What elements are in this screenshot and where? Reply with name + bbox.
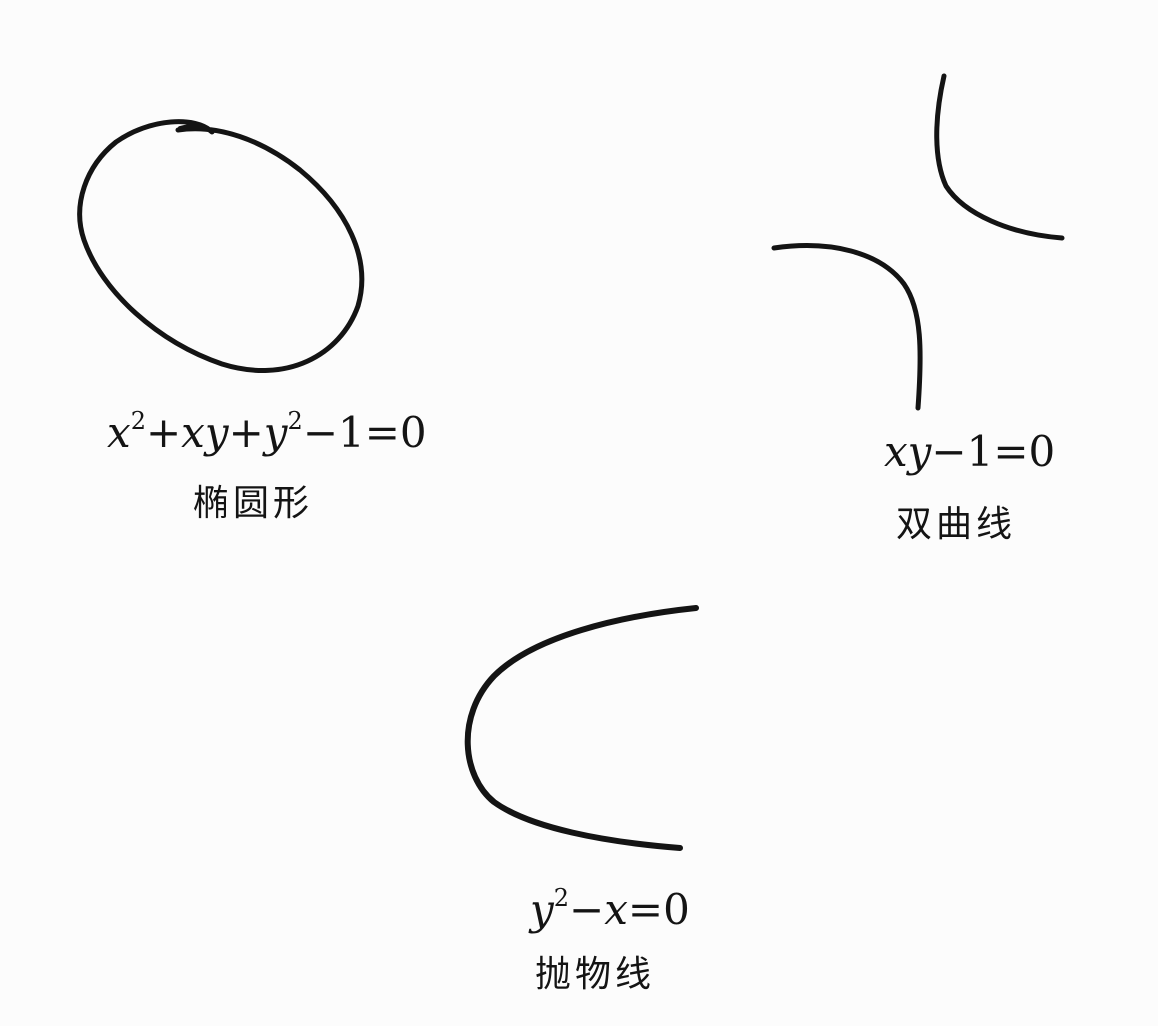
- eq-exponent: 2: [553, 884, 570, 912]
- parabola-equation: y2−x=0: [530, 886, 690, 931]
- parabola-label: 抛物线: [535, 954, 656, 995]
- hyperbola-equation: xy−1=0: [884, 431, 1055, 473]
- parabola-curve: [464, 605, 699, 851]
- eq-operator: −: [569, 885, 605, 934]
- eq-var: xy: [181, 408, 229, 457]
- eq-var: x: [107, 408, 131, 457]
- hyperbola-label: 双曲线: [896, 504, 1017, 545]
- hyperbola-upper-branch: [934, 73, 1065, 241]
- ellipse-curve: [77, 119, 365, 373]
- eq-rest: =0: [627, 885, 690, 934]
- eq-var: xy: [884, 427, 932, 476]
- eq-exponent: 2: [287, 407, 303, 435]
- eq-var: y: [263, 408, 288, 457]
- ellipse-label: 椭圆形: [193, 483, 314, 524]
- ellipse-equation: x2+xy+y2−1=0: [107, 409, 427, 454]
- eq-operator: +: [145, 408, 182, 457]
- eq-rest: −1=0: [931, 427, 1056, 476]
- ellipse-overlap-stroke: [178, 123, 212, 133]
- eq-rest: −1=0: [302, 408, 427, 457]
- eq-exponent: 2: [130, 407, 146, 435]
- hyperbola-lower-branch: [771, 243, 923, 411]
- eq-var: y: [530, 885, 554, 934]
- eq-var: x: [604, 885, 628, 934]
- eq-operator: +: [228, 408, 264, 457]
